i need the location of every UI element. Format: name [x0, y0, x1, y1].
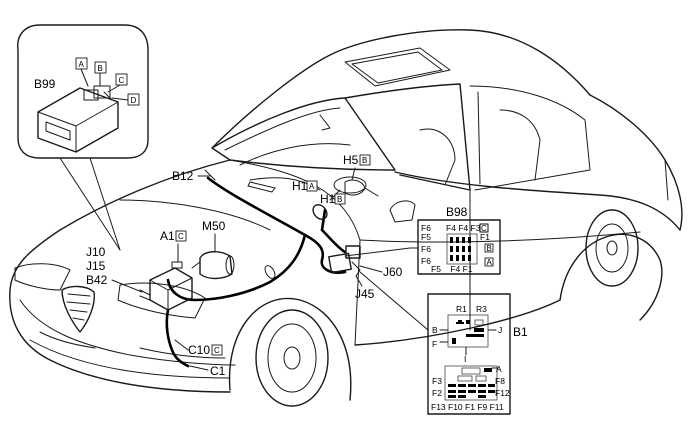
label-b12: B12 — [172, 169, 194, 183]
h1b-badge: B — [337, 195, 342, 204]
b1-j: J — [498, 325, 502, 335]
label-c10: C10 — [188, 343, 210, 357]
b1-r3: R3 — [476, 304, 487, 314]
label-b98: B98 — [446, 205, 468, 219]
b1-f8: F8 — [495, 376, 505, 386]
b98-fuses — [450, 237, 471, 261]
b98-f1: F1 — [480, 232, 490, 242]
b1-f2: F2 — [432, 388, 442, 398]
b1-b: B — [432, 325, 438, 335]
badge-b: B — [98, 64, 103, 73]
b1-f: F — [432, 339, 437, 349]
h5-badge: B — [362, 156, 367, 165]
b1-panel-labels: R1 R3 B J F I A F3 F8 F2 F12 F13 F10 F1 … — [431, 304, 510, 412]
b98-panel-labels: F4 F4 F3 C F6 F5 F6 F6 F1 B A F5 F4 F1 — [421, 223, 493, 274]
c10-badge: C — [214, 346, 220, 355]
label-j15: J15 — [86, 259, 106, 273]
b98-f6-mid: F6 — [421, 244, 431, 254]
label-b42: B42 — [86, 273, 108, 287]
b1-f3: F3 — [432, 376, 442, 386]
label-j45: J45 — [355, 287, 375, 301]
label-h1a: H1 — [292, 179, 308, 193]
b98-badge-a: A — [487, 258, 493, 267]
h1a-badge: A — [309, 182, 315, 191]
label-j60: J60 — [383, 265, 403, 279]
b99-detail — [17, 24, 149, 251]
b99-badges — [75, 57, 140, 106]
b98-badge-c: C — [481, 224, 487, 233]
b1-a: A — [496, 364, 502, 374]
b98-badge-b: B — [487, 244, 492, 253]
label-b99: B99 — [34, 77, 56, 91]
b98-bottom-label: F5 F4 F1 — [431, 264, 473, 274]
b98-f6-top: F6 — [421, 223, 431, 233]
label-c1: C1 — [210, 364, 226, 378]
b1-fuses — [448, 384, 495, 398]
b1-i: I — [464, 354, 466, 364]
b98-panel — [344, 219, 501, 275]
b98-f5: F5 — [421, 232, 431, 242]
b98-top-label: F4 F4 F3 — [446, 223, 481, 233]
label-h5: H5 — [343, 153, 359, 167]
a1-badge: C — [178, 232, 184, 241]
callout-labels: B99 A B C D B12 H5 B H1 A H1 B B98 A1 C … — [34, 60, 528, 378]
label-j10: J10 — [86, 245, 106, 259]
badge-c: C — [119, 76, 125, 85]
badge-d: D — [131, 96, 137, 105]
b1-panel — [359, 271, 511, 415]
label-h1b: H1 — [320, 192, 336, 206]
wiring-harness — [165, 169, 379, 368]
b1-r1: R1 — [456, 304, 467, 314]
car-body — [9, 29, 683, 407]
badge-a: A — [79, 60, 85, 69]
b1-f12: F12 — [495, 388, 510, 398]
engine-bay-components — [139, 251, 235, 311]
b98-f6-low: F6 — [421, 256, 431, 266]
label-b1: B1 — [513, 325, 528, 339]
label-m50: M50 — [202, 219, 226, 233]
b1-bottom-label: F13 F10 F1 F9 F11 — [431, 402, 504, 412]
label-a1: A1 — [160, 229, 175, 243]
